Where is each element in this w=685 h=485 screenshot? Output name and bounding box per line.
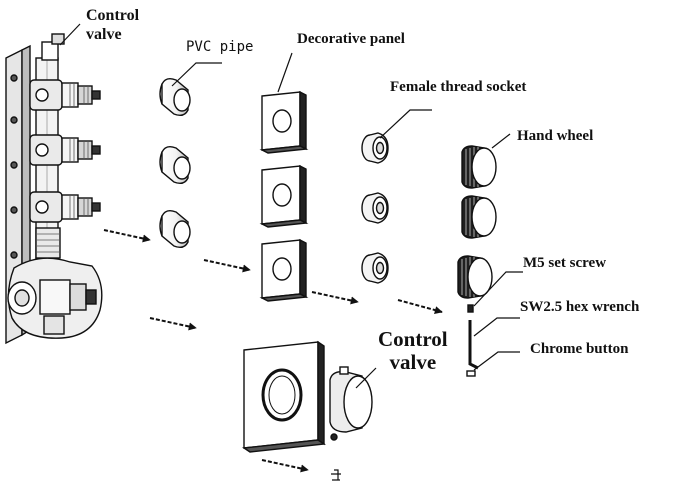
valve-body-assembly [5,33,103,345]
label-control-valve-top-line2: valve [86,26,122,43]
leader-control-valve-top [59,23,81,46]
leader-hand-wheel [491,133,511,149]
label-female-thread-socket: Female thread socket [390,79,527,95]
label-decorative-panel: Decorative panel [297,31,405,47]
hand-wheels [457,145,497,299]
m5-set-screw [467,304,474,313]
leader-control-valve-center [355,367,377,389]
label-m5-set-screw: M5 set screw [523,255,607,271]
cartridge-1 [29,79,101,111]
direction-arrows [103,229,443,473]
bottom-fastener [331,469,341,481]
arrow-6 [261,459,309,473]
leader-lines [59,23,523,389]
thermostatic-mixer-body [7,257,103,339]
arrow-4 [397,299,443,314]
small-hardware [466,304,479,377]
hand-wheel-3 [457,255,493,299]
arrow-5 [149,317,197,331]
female-thread-socket-3 [361,252,389,284]
female-thread-sockets [361,132,389,284]
label-sw25-hex-wrench: SW2.5 hex wrench [520,299,640,315]
decorative-panel-3 [259,238,309,302]
arrow-1 [103,229,151,243]
leader-female-thread-socket [379,109,432,139]
main-decorative-panel [242,340,326,453]
female-thread-socket-1 [361,132,389,164]
pvc-pipe-3 [159,209,191,249]
label-control-valve-top: Control valve [86,6,139,44]
label-chrome-button: Chrome button [530,341,629,357]
pvc-pipe-2 [159,145,191,185]
cartridge-3 [29,191,101,223]
top-fitting [41,33,65,61]
pvc-pipe-1 [159,77,191,117]
leader-sw25-hex-wrench [473,317,520,337]
female-thread-socket-2 [361,192,389,224]
pvc-pipes [159,77,191,249]
sw25-hex-wrench [468,320,479,370]
arrow-2 [203,259,251,273]
decorative-panels [259,90,309,302]
threaded-coupler [35,227,61,259]
leader-chrome-button [473,351,520,371]
label-hand-wheel: Hand wheel [517,128,594,144]
label-control-valve-center-line2: valve [389,350,437,374]
decorative-panel-1 [259,90,309,154]
label-control-valve-center-line1: Control [378,327,448,351]
hand-wheel-2 [461,195,497,239]
decorative-panel-2 [259,164,309,228]
cartridge-2 [29,134,101,166]
leader-m5-set-screw [473,271,523,307]
leader-decorative-panel [277,52,293,93]
label-pvc-pipe: PVC pipe [186,39,254,55]
arrow-3 [311,291,359,305]
hand-wheel-1 [461,145,497,189]
label-control-valve-top-line1: Control [86,7,140,24]
chrome-button [466,370,476,377]
label-control-valve-center: Control valve [378,328,448,374]
control-knob [329,366,373,441]
leader-pvc-pipe [171,62,222,87]
